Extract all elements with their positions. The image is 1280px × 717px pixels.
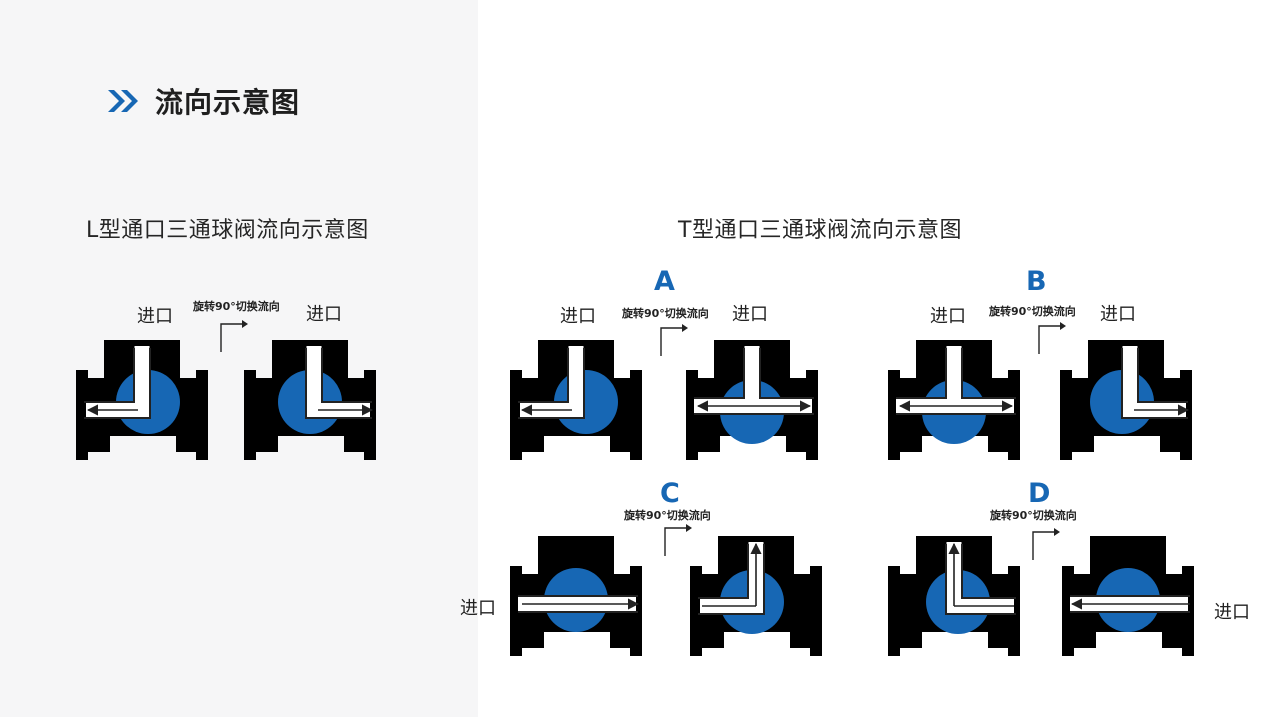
a-valve-left xyxy=(510,340,642,460)
l-inlet-left: 进口 xyxy=(137,306,173,327)
c-rotate-label: 旋转90°切换流向 xyxy=(624,509,711,522)
c-valve-left xyxy=(510,536,642,656)
mode-a-label: A xyxy=(654,266,675,297)
mode-b-label: B xyxy=(1026,266,1047,297)
section-header: 流向示意图 xyxy=(105,83,300,119)
a-inlet-left: 进口 xyxy=(560,306,596,327)
t-type-title: T型通口三通球阀流向示意图 xyxy=(678,218,962,243)
b-valve-left xyxy=(888,340,1020,460)
l-valve-right xyxy=(244,340,376,460)
l-valve-left xyxy=(76,340,208,460)
c-valve-right xyxy=(690,536,822,656)
l-type-title: L型通口三通球阀流向示意图 xyxy=(86,218,369,243)
a-rotate-arrow-icon xyxy=(660,324,688,356)
b-inlet-left: 进口 xyxy=(930,306,966,327)
c-rotate-arrow-icon xyxy=(664,524,692,556)
d-rotate-label: 旋转90°切换流向 xyxy=(990,509,1077,522)
section-title: 流向示意图 xyxy=(155,86,301,119)
d-rotate-arrow-icon xyxy=(1032,528,1060,560)
l-rotate-arrow-icon xyxy=(220,320,248,352)
b-rotate-label: 旋转90°切换流向 xyxy=(989,305,1076,318)
mode-c-label: C xyxy=(660,478,680,509)
left-panel xyxy=(0,0,478,717)
mode-d-label: D xyxy=(1028,478,1051,509)
l-inlet-right: 进口 xyxy=(306,304,342,325)
c-inlet: 进口 xyxy=(460,598,496,619)
a-rotate-label: 旋转90°切换流向 xyxy=(622,307,709,320)
a-valve-right xyxy=(686,340,818,460)
d-valve-left xyxy=(888,536,1020,656)
d-valve-right xyxy=(1062,536,1194,656)
a-inlet-right: 进口 xyxy=(732,304,768,325)
double-chevron-icon xyxy=(108,90,138,112)
l-rotate-label: 旋转90°切换流向 xyxy=(193,300,280,313)
b-valve-right xyxy=(1060,340,1192,460)
b-rotate-arrow-icon xyxy=(1038,322,1066,354)
b-inlet-right: 进口 xyxy=(1100,304,1136,325)
d-inlet: 进口 xyxy=(1214,602,1250,623)
